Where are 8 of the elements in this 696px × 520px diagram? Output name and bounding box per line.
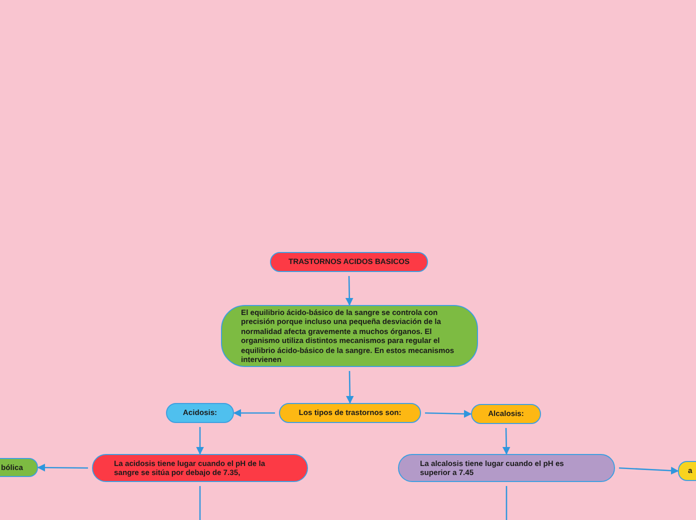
arrow <box>424 410 472 418</box>
arrow <box>346 370 354 404</box>
arrow <box>37 464 88 472</box>
arrow <box>233 409 275 417</box>
arrow <box>345 276 354 306</box>
arrow <box>502 428 510 455</box>
arrow <box>618 466 679 475</box>
arrow <box>196 427 204 455</box>
